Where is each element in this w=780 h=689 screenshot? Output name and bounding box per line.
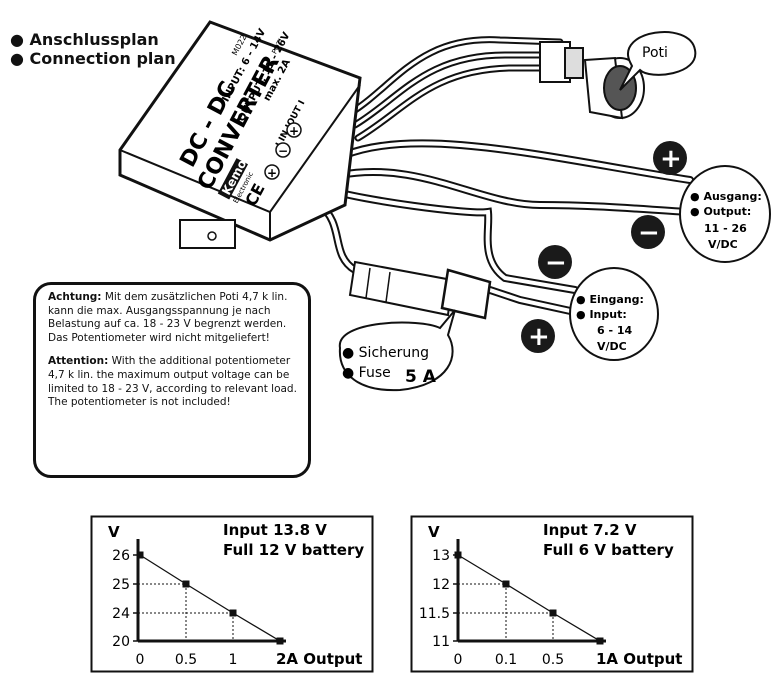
- output-label-en: Output:: [703, 205, 751, 218]
- svg-text:−: −: [638, 218, 660, 248]
- data-point: [136, 551, 144, 559]
- y-tick-label: 26: [112, 548, 130, 564]
- chart-input-13-8v: Input 13.8 V Full 12 V battery V 2A Output 2…: [90, 515, 374, 673]
- y-axis-label: V: [108, 523, 120, 541]
- heading-anschlussplan: Anschlussplan: [10, 30, 176, 49]
- output-plus-marker: +: [653, 141, 687, 175]
- y-tick-label: 20: [112, 634, 130, 650]
- output-range: 11 - 26: [704, 222, 747, 235]
- heading-connection-plan: Connection plan: [10, 49, 176, 68]
- input-label-en: Input:: [589, 308, 626, 321]
- note-en-head: Attention:: [48, 355, 109, 368]
- data-point: [596, 637, 604, 645]
- chart-subtitle: Full 6 V battery: [543, 541, 674, 559]
- output-minus-marker: −: [631, 215, 665, 249]
- svg-text:+: +: [528, 322, 550, 352]
- x-tick-label: 0: [136, 652, 145, 668]
- fuse-holder: [348, 260, 492, 320]
- poti-callout-label: Poti: [642, 45, 668, 61]
- x-tick-label: 1: [229, 652, 238, 668]
- series-line: [139, 554, 281, 642]
- svg-text:● Eingang:: ● Eingang:: [576, 293, 644, 306]
- fuse-label-en: Fuse: [359, 365, 391, 381]
- svg-text:−: −: [545, 248, 567, 278]
- output-label-de: Ausgang:: [703, 190, 761, 203]
- svg-text:● Sicherung: ● Sicherung: [342, 345, 429, 361]
- note-en-body: With the additional potentiometer 4,7 k …: [48, 355, 297, 409]
- chart-subtitle: Full 12 V battery: [223, 541, 364, 559]
- input-minus-marker: −: [538, 245, 572, 279]
- input-label-de: Eingang:: [589, 293, 644, 306]
- input-plus-marker: +: [521, 319, 555, 353]
- y-tick-label: 24: [112, 606, 130, 622]
- converter-module: DC - DC CONVERTER Kemo Electronic CE INP…: [118, 20, 362, 249]
- chart-frame: [410, 515, 694, 673]
- fuse-callout: ● Sicherung ● Fuse 5 A: [338, 309, 456, 392]
- module-terminal-minus: −: [278, 144, 288, 158]
- svg-text:● Fuse: ● Fuse: [342, 365, 391, 381]
- x-tick-label: 0.1: [495, 652, 517, 668]
- note-de-body: Mit dem zusätzlichen Poti 4,7 k lin. kan…: [48, 291, 288, 344]
- y-tick-label: 11: [432, 634, 450, 650]
- data-point: [276, 637, 284, 645]
- y-tick-label: 25: [112, 577, 130, 593]
- note-de-head: Achtung:: [48, 291, 102, 303]
- x-tick-label: 0: [454, 652, 463, 668]
- note-en: Attention: With the additional potentiom…: [48, 355, 298, 409]
- y-tick-label: 11.5: [419, 606, 450, 622]
- data-point: [182, 580, 190, 588]
- input-range: 6 - 14: [597, 324, 633, 337]
- data-point: [549, 609, 557, 617]
- x-axis-label: 2A Output: [276, 650, 362, 668]
- series-line: [457, 554, 601, 642]
- chart-title: Input 7.2 V: [543, 521, 637, 539]
- svg-text:● Input:: ● Input:: [576, 308, 627, 321]
- svg-text:● Output:: ● Output:: [690, 205, 751, 218]
- output-callout: ● Ausgang: ● Output: 11 - 26 V/DC: [679, 165, 771, 263]
- fuse-label-de: Sicherung: [359, 345, 429, 361]
- diagram-headings: Anschlussplan Connection plan: [10, 30, 176, 68]
- svg-text:● Ausgang:: ● Ausgang:: [690, 190, 762, 203]
- note-de: Achtung: Mit dem zusätzlichen Poti 4,7 k…: [48, 291, 298, 345]
- svg-text:+: +: [660, 144, 682, 174]
- chart-frame: [90, 515, 374, 673]
- y-axis-label: V: [428, 523, 440, 541]
- input-callout: ● Eingang: ● Input: 6 - 14 V/DC: [569, 267, 659, 361]
- chart-title: Input 13.8 V: [223, 521, 327, 539]
- module-terminal-plus-2: +: [289, 124, 299, 138]
- input-unit: V/DC: [597, 340, 627, 353]
- fuse-rating: 5 A: [405, 367, 437, 387]
- x-axis-label: 1A Output: [596, 650, 682, 668]
- data-point: [229, 609, 237, 617]
- y-tick-label: 12: [432, 577, 450, 593]
- output-unit: V/DC: [708, 238, 738, 251]
- data-point: [454, 551, 462, 559]
- poti-callout: Poti: [619, 31, 697, 91]
- x-tick-label: 0.5: [542, 652, 564, 668]
- x-tick-label: 0.5: [175, 652, 197, 668]
- chart-input-7-2v: Input 7.2 V Full 6 V battery V 1A Output 11 1…: [410, 515, 694, 673]
- module-terminal-plus-1: +: [267, 166, 277, 180]
- y-tick-label: 13: [432, 548, 450, 564]
- data-point: [502, 580, 510, 588]
- note-box: Achtung: Mit dem zusätzlichen Poti 4,7 k…: [33, 282, 311, 478]
